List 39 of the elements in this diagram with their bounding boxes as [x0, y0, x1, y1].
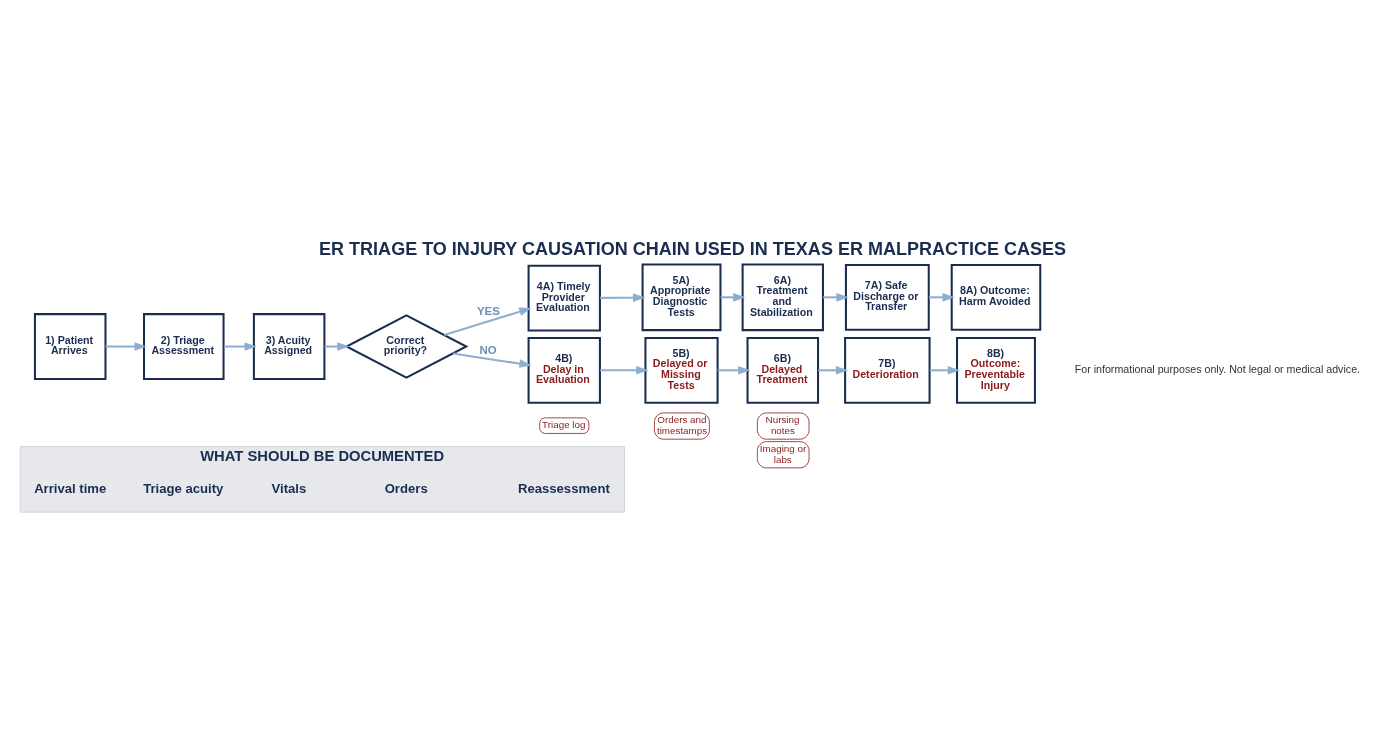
node-label: Orders and timestamps: [656, 413, 708, 436]
node-box: 4A) Timely Provider Evaluation: [527, 264, 601, 332]
edge-label: YES: [476, 304, 500, 317]
node-box: 8A) Outcome: Harm Avoided: [950, 263, 1042, 331]
node-diamond: Correct priority?: [344, 313, 469, 379]
arrow: [600, 365, 649, 375]
diagram-title: ER TRIAGE TO INJURY CAUSATION CHAIN USED IN TEXAS ER MALPRACTICE CASES: [319, 238, 1067, 259]
arrow: [928, 292, 955, 302]
node-text: Vitals: [271, 480, 307, 496]
node-text: Triage acuity: [143, 480, 224, 496]
node-text: Arrival time: [34, 480, 107, 496]
node-text: Reassessment: [517, 480, 610, 496]
arrow: [929, 365, 961, 375]
node-box: 4B) Delay in Evaluation: [527, 336, 601, 404]
node-box: 7B) Deterioration: [844, 336, 931, 404]
arrow: [324, 341, 350, 351]
caption: For informational purposes only. Not legal or medical advice.: [1074, 362, 1361, 375]
arrow: [105, 341, 147, 351]
node-box: 1) Patient Arrives: [33, 312, 107, 380]
node-box: 5B) Delayed or Missing Tests: [644, 336, 719, 404]
node-box: 2) Triage Assessment: [143, 312, 225, 380]
arrow: [223, 341, 257, 351]
node-label: Nursing notes: [765, 413, 800, 436]
node-box: 6A) Treatment and Stabilization: [741, 263, 824, 331]
node-box: 3) Acuity Assigned: [252, 312, 326, 380]
arrow: [818, 365, 849, 375]
node-text: Orders: [384, 480, 428, 496]
arrow: [443, 307, 532, 336]
node-box: 5A) Appropriate Diagnostic Tests: [641, 263, 722, 331]
arrow: [717, 365, 751, 375]
node-box: 7A) Safe Discharge or Transfer: [844, 263, 930, 331]
node-label: Triage log: [542, 418, 586, 430]
arrow: [823, 292, 849, 302]
node-label: Imaging or labs: [759, 442, 807, 465]
arrow: [600, 292, 646, 302]
node-box: 8B) Outcome: Preventable Injury: [956, 336, 1036, 404]
edge-label: NO: [479, 343, 497, 356]
node-box: 6B) Delayed Treatment: [746, 336, 820, 404]
arrow: [452, 352, 532, 368]
